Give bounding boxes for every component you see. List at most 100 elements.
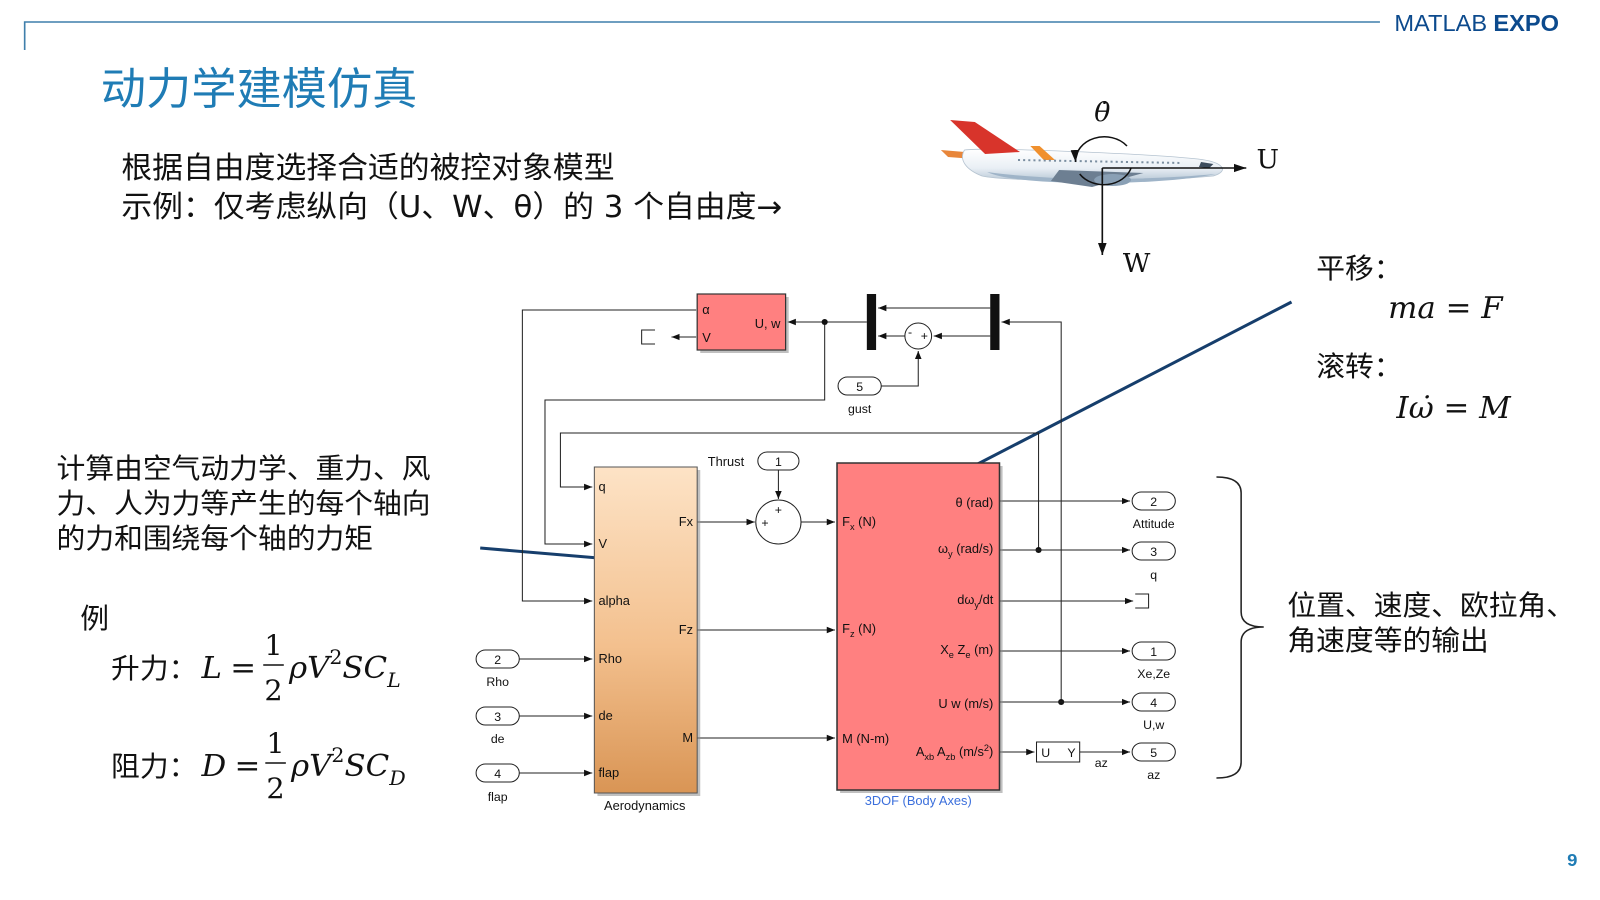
uw-outport-number: 4 xyxy=(1150,696,1157,710)
intro-line-2: 示例：仅考虑纵向（U、W、θ）的 3 个自由度→ xyxy=(121,190,782,225)
dof-output-acc-a1: A xyxy=(916,745,925,759)
wire-branch-v xyxy=(544,322,826,548)
alpha-v-out-v: V xyxy=(702,331,711,345)
simulink-diagram: α V U, w - + 5 gust Thrust 1 + + q V alp… xyxy=(475,293,1176,813)
alpha-v-in-uw: U, w xyxy=(755,317,782,331)
aircraft-engine xyxy=(1094,174,1132,186)
dof-output-position-z: Z xyxy=(954,643,966,657)
lift-power: 2 xyxy=(329,645,342,669)
drag-fraction-numerator: 1 xyxy=(266,727,284,760)
alpha-v-block xyxy=(696,293,787,351)
thrust-inport xyxy=(757,451,800,471)
dof-input-fz-main: F xyxy=(842,622,850,636)
dof-input-fx: Fx (N) xyxy=(842,515,876,532)
aero-input-alpha: alpha xyxy=(598,594,630,608)
dof-input-m: M (N-m) xyxy=(842,732,889,746)
dof-output-acc-a2: A xyxy=(934,745,946,759)
thrust-sum-sign-top: + xyxy=(775,503,782,517)
gust-inport xyxy=(837,376,882,396)
dof-input-fz: Fz (N) xyxy=(842,622,876,639)
attitude-outport-label: Attitude xyxy=(1133,517,1175,531)
dof-output-position-sub2: e xyxy=(965,650,970,660)
page-number: 9 xyxy=(1567,849,1577,870)
xeze-outport xyxy=(1131,641,1176,661)
dof-output-acceleration: Axb Azb (m/s2) xyxy=(916,743,993,762)
aircraft-belly xyxy=(987,172,1216,184)
aircraft-cockpit xyxy=(1198,162,1214,168)
aero-input-de: de xyxy=(598,709,612,723)
dof-output-acc-sup: 2 xyxy=(984,743,989,753)
aerodynamics-block-name: Aerodynamics xyxy=(604,799,685,813)
gust-inport-number: 5 xyxy=(856,380,863,394)
rho-inport-number: 2 xyxy=(494,653,501,667)
rotation-label: 滚转： xyxy=(1316,350,1402,383)
gust-sum-sign-2: + xyxy=(921,329,928,343)
intro-text: 根据自由度选择合适的被控对象模型 示例：仅考虑纵向（U、W、θ）的 3 个自由度… xyxy=(121,151,782,225)
aircraft-windows xyxy=(1017,159,1183,164)
aero-input-v: V xyxy=(598,537,607,551)
drag-label: 阻力： xyxy=(111,750,197,783)
lift-rhs: ρV2SCL xyxy=(288,645,401,692)
rho-inport-label: Rho xyxy=(486,675,509,689)
lift-lhs: L= xyxy=(201,651,257,686)
flap-inport-number: 4 xyxy=(494,767,501,781)
dof-output-omega: ωy (rad/s) xyxy=(938,542,993,559)
xeze-outport-number: 1 xyxy=(1150,645,1157,659)
logo-matlab: MATLAB xyxy=(1394,10,1487,36)
gust-inport-label: gust xyxy=(848,402,872,416)
gust-sum-block xyxy=(904,322,933,350)
logo-expo: EXPO xyxy=(1493,10,1559,36)
drag-lhs: D= xyxy=(201,749,261,784)
dof-output-acc-unit: (m/s xyxy=(955,745,984,759)
az-outport-number: 5 xyxy=(1150,746,1157,760)
thrust-label: Thrust xyxy=(708,455,745,469)
dof-input-fz-unit: (N) xyxy=(855,622,876,636)
de-inport-number: 3 xyxy=(494,710,501,724)
lift-fraction-denominator: 2 xyxy=(264,674,282,707)
lift-factor: ρV xyxy=(288,651,332,686)
dof-input-fx-unit: (N) xyxy=(855,515,876,529)
selector-signal-label: az xyxy=(1095,756,1108,770)
dof-output-acc-sub1: xb xyxy=(924,752,934,762)
intro-line-1: 根据自由度选择合适的被控对象模型 xyxy=(121,151,614,186)
rotation-equation: Iω̇ = M xyxy=(1395,391,1511,426)
dof-output-omega-unit: (rad/s) xyxy=(953,542,994,556)
drag-power: 2 xyxy=(331,743,344,767)
aircraft-illustration: θ̇ U W xyxy=(940,98,1280,279)
drag-equals: = xyxy=(234,749,260,784)
aero-output-fz: Fz xyxy=(679,623,693,637)
terminator-right xyxy=(1135,593,1150,609)
aircraft-winglet xyxy=(1030,146,1056,160)
lift-label: 升力： xyxy=(111,652,197,685)
aircraft-tail-fin xyxy=(950,120,1021,154)
pitch-rotation-arrow xyxy=(1070,136,1128,163)
w-axis-label: W xyxy=(1123,249,1151,279)
lift-coef: SC xyxy=(342,651,387,686)
dof-block-name: 3DOF (Body Axes) xyxy=(865,794,972,808)
dof-output-position-sub1: e xyxy=(949,650,954,660)
lift-formula: 升力： L= 1 2 ρV2SCL xyxy=(111,629,401,707)
drag-factor: ρV xyxy=(290,749,334,784)
q-outport-number: 3 xyxy=(1150,545,1157,559)
lift-subscript: L xyxy=(386,668,401,692)
dof-output-domega-main: dω xyxy=(957,593,974,607)
thrust-sum-sign-left: + xyxy=(761,516,768,530)
dof-input-fx-sub: x xyxy=(850,522,855,532)
example-heading: 例 xyxy=(80,602,109,635)
demux-bar xyxy=(990,294,1000,350)
outputs-brace xyxy=(1216,476,1264,779)
output-note: 位置、速度、欧拉角、 角速度等的输出 xyxy=(1287,589,1575,657)
dynamics-equations: 平移： ma = F 滚转： Iω̇ = M xyxy=(1316,252,1511,426)
wire-alpha xyxy=(521,309,697,605)
u-axis-label: U xyxy=(1257,145,1280,175)
dof-output-domega: dωy/dt xyxy=(957,593,994,610)
drag-rhs: ρV2SCD xyxy=(290,743,406,790)
q-outport xyxy=(1131,541,1176,561)
gust-sum-sign-1: - xyxy=(908,325,912,339)
force-note: 计算由空气动力学、重力、风 力、人为力等产生的每个轴向 的力和围绕每个轴的力矩 xyxy=(57,452,431,555)
selector-in: U xyxy=(1041,746,1050,760)
force-note-line-3: 的力和围绕每个轴的力矩 xyxy=(57,522,373,555)
dof-input-fx-main: F xyxy=(842,515,850,529)
dof-block xyxy=(836,462,1001,791)
header-rule xyxy=(23,21,1380,50)
